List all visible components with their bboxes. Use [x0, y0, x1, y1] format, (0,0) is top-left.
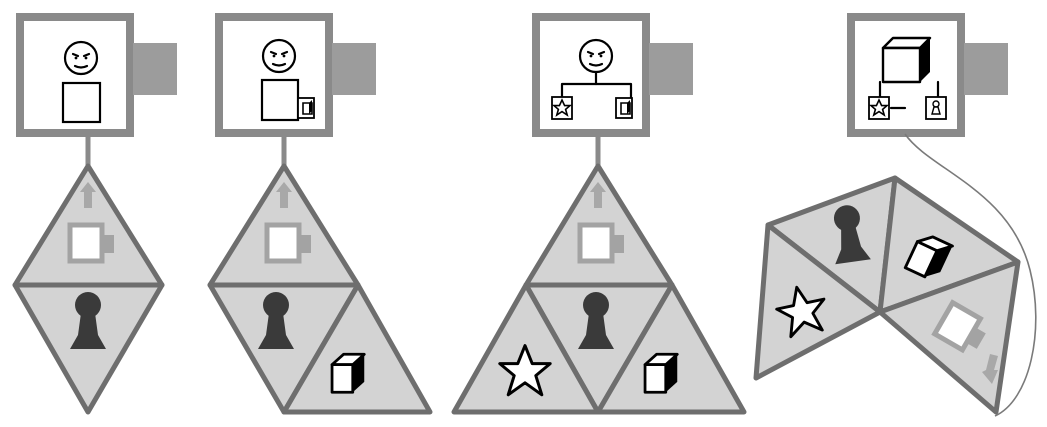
body-icon	[63, 83, 100, 122]
star-badge-icon	[552, 97, 572, 119]
face-icon	[580, 40, 612, 72]
tile-stack	[15, 166, 162, 412]
large-cube-icon	[883, 38, 930, 82]
monitor	[536, 17, 693, 168]
face-icon	[263, 40, 295, 72]
tile-net	[756, 178, 1018, 412]
panel-four	[756, 17, 1036, 416]
monitor	[20, 17, 177, 168]
pawn-badge-icon	[926, 97, 946, 119]
body-icon	[262, 80, 298, 120]
monitor	[851, 17, 1008, 133]
star-badge-icon	[869, 97, 889, 119]
cube-badge-icon	[298, 98, 314, 118]
tile-stack	[454, 166, 744, 412]
panel-one	[15, 17, 177, 412]
tile-stack	[210, 166, 430, 412]
cube-badge-icon	[616, 98, 632, 118]
face-icon	[65, 42, 97, 74]
monitor	[219, 17, 376, 168]
panel-two	[210, 17, 430, 412]
panel-three	[454, 17, 744, 412]
